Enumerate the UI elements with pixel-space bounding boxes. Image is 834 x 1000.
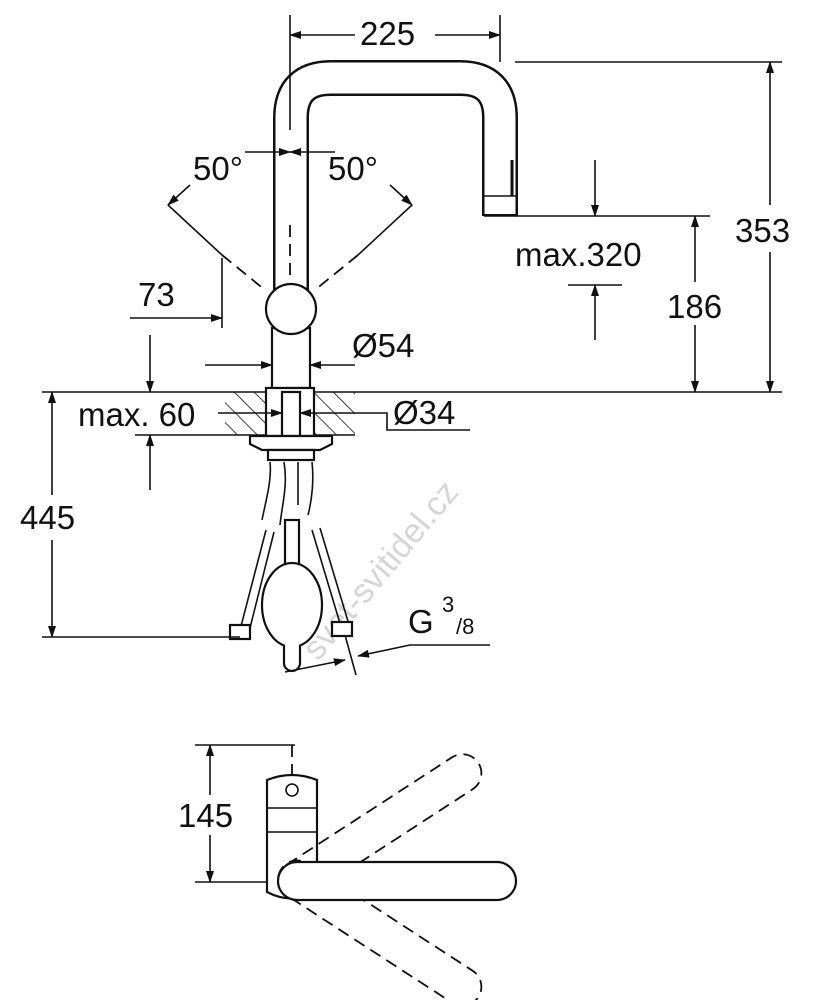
dim-below-counter-445: 445 (20, 499, 75, 536)
dim-connection-numerator: 3 (442, 592, 454, 617)
dim-plan-145: 145 (178, 797, 233, 834)
dim-spout-186: 186 (667, 288, 722, 325)
dim-handle-73: 73 (138, 276, 175, 313)
faucet-body (270, 326, 312, 390)
faucet-spout (273, 60, 518, 300)
dim-body-diameter-54: Ø54 (352, 327, 414, 364)
faucet-handle (264, 282, 318, 336)
dim-angle-right: 50° (328, 150, 378, 187)
hose-weight (260, 561, 324, 649)
dim-angle-left: 50° (193, 150, 243, 187)
plan-handle (276, 860, 518, 902)
dim-pullout-max320: max.320 (515, 236, 642, 273)
dim-connection-g: G (408, 603, 434, 640)
dim-width-225: 225 (360, 15, 415, 52)
dim-height-353: 353 (735, 212, 790, 249)
dim-hole-diameter-34: Ø34 (393, 394, 455, 431)
plan-view: 145 (178, 744, 518, 1000)
dim-counter-max60: max. 60 (78, 396, 195, 433)
watermark: svet-svitidel.cz (295, 473, 466, 667)
dim-connection-denominator: /8 (456, 614, 474, 639)
